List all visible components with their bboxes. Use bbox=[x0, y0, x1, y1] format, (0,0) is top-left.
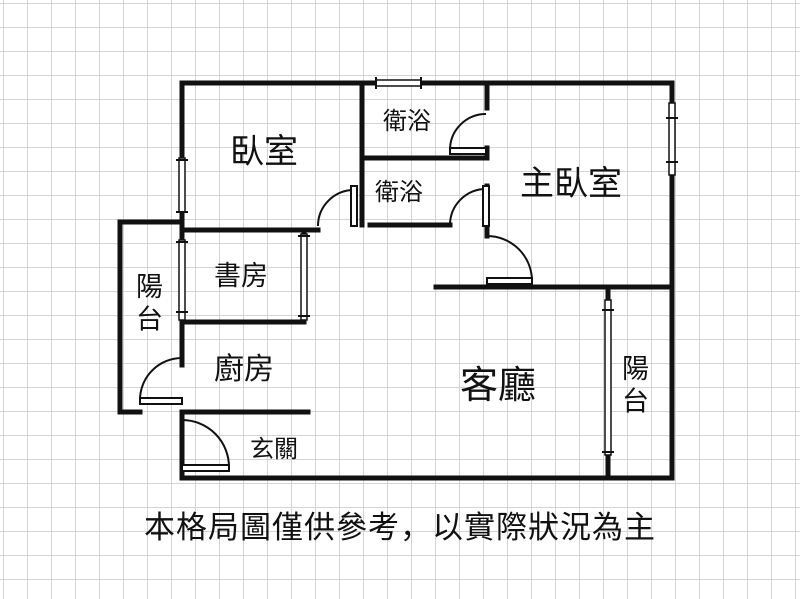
balcony-label-char: 台 bbox=[622, 386, 649, 417]
room-label-bath-1: 衛浴 bbox=[383, 107, 431, 135]
room-label-kitchen: 廚房 bbox=[214, 352, 274, 387]
window-ticks bbox=[176, 77, 678, 453]
room-label-bath-2: 衛浴 bbox=[375, 178, 423, 206]
disclaimer-caption: 本格局圖僅供參考，以實際狀況為主 bbox=[144, 510, 656, 546]
doors bbox=[139, 113, 533, 472]
room-labels: 臥室 衛浴 衛浴 主臥室 書房 陽 台 廚房 客廳 陽 台 玄關 bbox=[136, 107, 658, 463]
room-label-master-bedroom: 主臥室 bbox=[520, 164, 622, 204]
room-label-balcony-right: 陽 台 bbox=[622, 354, 658, 417]
room-label-bedroom: 臥室 bbox=[230, 132, 298, 172]
balcony-label-char: 台 bbox=[136, 304, 163, 335]
windows bbox=[178, 79, 676, 456]
room-label-living-room: 客廳 bbox=[460, 363, 536, 407]
room-label-balcony-left: 陽 台 bbox=[136, 272, 172, 335]
room-label-entrance: 玄關 bbox=[250, 435, 298, 463]
walls bbox=[117, 80, 675, 481]
room-label-study: 書房 bbox=[214, 261, 268, 292]
